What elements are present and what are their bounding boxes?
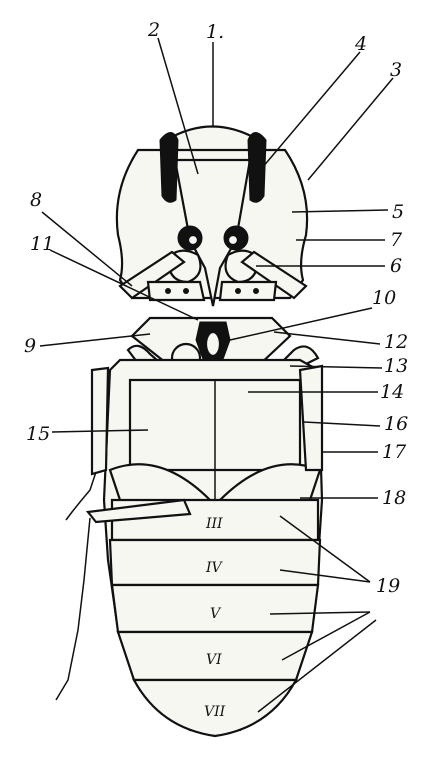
abdomen: III IV V VI VII — [104, 360, 322, 736]
label-9: 9 — [24, 335, 36, 357]
label-6: 6 — [390, 255, 402, 277]
segment-label-vi: VI — [206, 652, 222, 668]
label-12: 12 — [384, 331, 408, 353]
left-mid-leg — [92, 368, 108, 474]
label-14: 14 — [380, 381, 404, 403]
label-10: 10 — [372, 287, 396, 309]
label-18: 18 — [382, 487, 406, 509]
label-3: 3 — [390, 59, 402, 81]
label-19: 19 — [376, 575, 400, 597]
right-basal-sclerites — [220, 282, 276, 300]
head — [117, 127, 307, 307]
left-basal-sclerites — [148, 282, 204, 300]
label-8: 8 — [30, 189, 42, 211]
label-15: 15 — [26, 423, 50, 445]
label-11: 11 — [30, 233, 54, 255]
label-7: 7 — [390, 229, 403, 251]
segment-label-iii: III — [205, 516, 223, 532]
label-1: 1. — [206, 21, 224, 43]
label-4: 4 — [354, 33, 367, 55]
label-5: 5 — [392, 201, 404, 223]
label-13: 13 — [384, 355, 408, 377]
label-17: 17 — [382, 441, 407, 463]
label-16: 16 — [384, 413, 408, 435]
left-dark-stripe — [160, 133, 178, 203]
label-2: 2 — [147, 19, 160, 41]
segment-label-vii: VII — [204, 704, 226, 720]
segment-label-iv: IV — [205, 560, 224, 576]
